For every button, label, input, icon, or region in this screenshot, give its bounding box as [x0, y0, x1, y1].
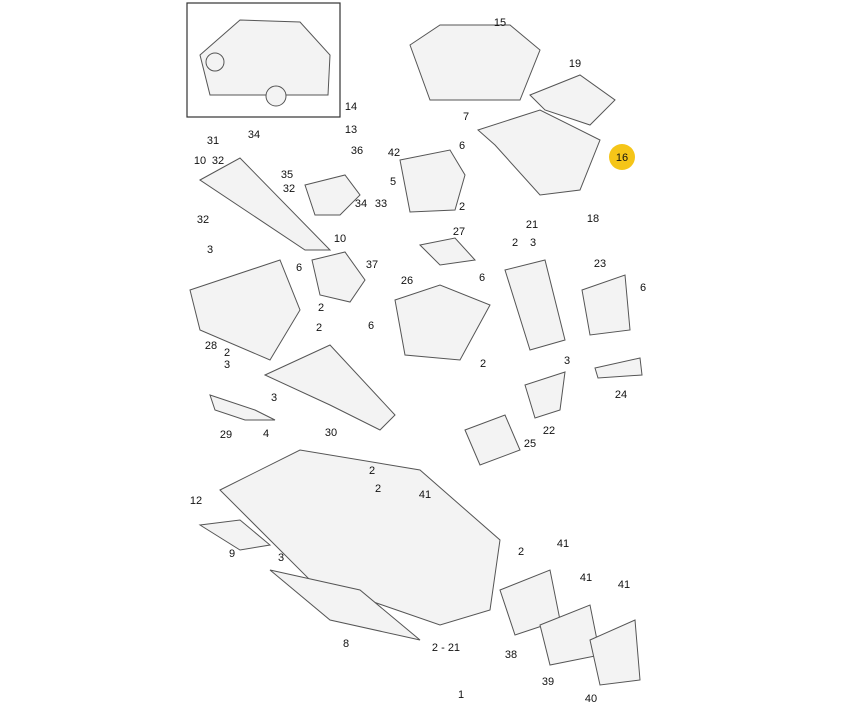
- part-label[interactable]: 6: [368, 320, 374, 332]
- part-outlines: [189, 24, 643, 686]
- part-frame-28: [189, 259, 301, 361]
- part-bracket-21: [504, 259, 566, 351]
- part-label[interactable]: 18: [587, 213, 599, 225]
- part-label[interactable]: 38: [505, 649, 517, 661]
- part-label[interactable]: 31: [207, 135, 219, 147]
- part-22: [524, 371, 566, 419]
- part-label[interactable]: 32: [283, 183, 295, 195]
- part-label[interactable]: 4: [263, 428, 269, 440]
- part-label[interactable]: 41: [580, 572, 592, 584]
- part-label[interactable]: 6: [459, 140, 465, 152]
- part-40: [589, 619, 641, 686]
- part-label[interactable]: 30: [325, 427, 337, 439]
- part-label[interactable]: 3: [278, 552, 284, 564]
- highlight-marker: [609, 144, 635, 170]
- part-bin-26: [394, 284, 491, 361]
- vehicle-thumbnail: [186, 2, 341, 118]
- part-label[interactable]: 34: [248, 129, 260, 141]
- part-label[interactable]: 28: [205, 340, 217, 352]
- part-label[interactable]: 25: [524, 438, 536, 450]
- part-24: [594, 357, 643, 379]
- part-label[interactable]: 21: [526, 219, 538, 231]
- part-label[interactable]: 8: [343, 638, 349, 650]
- part-label[interactable]: 39: [542, 676, 554, 688]
- part-label[interactable]: 37: [366, 259, 378, 271]
- part-label[interactable]: 3: [207, 244, 213, 256]
- part-30: [263, 344, 396, 431]
- part-label[interactable]: 2: [512, 237, 518, 249]
- part-label[interactable]: 33: [375, 198, 387, 210]
- part-label[interactable]: 2: [224, 347, 230, 359]
- part-vent-25: [464, 414, 521, 466]
- part-label[interactable]: 32: [212, 155, 224, 167]
- part-label[interactable]: 35: [281, 169, 293, 181]
- part-label[interactable]: 14: [345, 101, 357, 113]
- part-label[interactable]: 2: [518, 546, 524, 558]
- part-label[interactable]: 15: [494, 17, 506, 29]
- part-bracket-19: [529, 74, 616, 126]
- part-label[interactable]: 6: [640, 282, 646, 294]
- part-29: [209, 394, 276, 421]
- part-label[interactable]: 6: [296, 262, 302, 274]
- part-9: [198, 519, 272, 551]
- part-label[interactable]: 26: [401, 275, 413, 287]
- part-mat-27: [418, 237, 477, 266]
- part-armrest-lid: [409, 24, 541, 101]
- part-label[interactable]: 13: [345, 124, 357, 136]
- part-label[interactable]: 9: [229, 548, 235, 560]
- part-switch-33: [304, 174, 361, 216]
- part-label[interactable]: 7: [463, 111, 469, 123]
- part-label[interactable]: 3: [564, 355, 570, 367]
- part-label[interactable]: 24: [615, 389, 627, 401]
- part-label[interactable]: 2: [480, 358, 486, 370]
- part-label[interactable]: 10: [194, 155, 206, 167]
- part-cover-23: [581, 274, 631, 336]
- part-8: [269, 569, 421, 641]
- part-hinge-16: [477, 109, 601, 196]
- part-label[interactable]: 32: [197, 214, 209, 226]
- part-label[interactable]: 41: [618, 579, 630, 591]
- part-label[interactable]: 22: [543, 425, 555, 437]
- part-label[interactable]: 27: [453, 226, 465, 238]
- part-label[interactable]: 34: [355, 198, 367, 210]
- part-label[interactable]: 29: [220, 429, 232, 441]
- part-label[interactable]: 36: [351, 145, 363, 157]
- part-label[interactable]: 41: [557, 538, 569, 550]
- part-label[interactable]: 12: [190, 495, 202, 507]
- part-label[interactable]: 3: [224, 359, 230, 371]
- part-cupholder: [399, 149, 466, 213]
- part-trim-31: [199, 157, 332, 251]
- part-label[interactable]: 40: [585, 693, 597, 705]
- part-label[interactable]: 2: [459, 201, 465, 213]
- part-label[interactable]: 23: [594, 258, 606, 270]
- part-label[interactable]: 2: [375, 483, 381, 495]
- part-label[interactable]: 16: [616, 152, 628, 164]
- part-shifter-37: [311, 251, 366, 303]
- part-label[interactable]: 3: [530, 237, 536, 249]
- part-label[interactable]: 2: [318, 302, 324, 314]
- part-label[interactable]: 1: [458, 689, 464, 701]
- part-label[interactable]: 10: [334, 233, 346, 245]
- part-label[interactable]: 19: [569, 58, 581, 70]
- part-label[interactable]: 2: [369, 465, 375, 477]
- part-label[interactable]: 41: [419, 489, 431, 501]
- part-label[interactable]: 42: [388, 147, 400, 159]
- part-label[interactable]: 6: [479, 272, 485, 284]
- part-label[interactable]: 2: [316, 322, 322, 334]
- part-label[interactable]: 3: [271, 392, 277, 404]
- part-label[interactable]: 2 - 21: [432, 642, 460, 654]
- part-label[interactable]: 5: [390, 176, 396, 188]
